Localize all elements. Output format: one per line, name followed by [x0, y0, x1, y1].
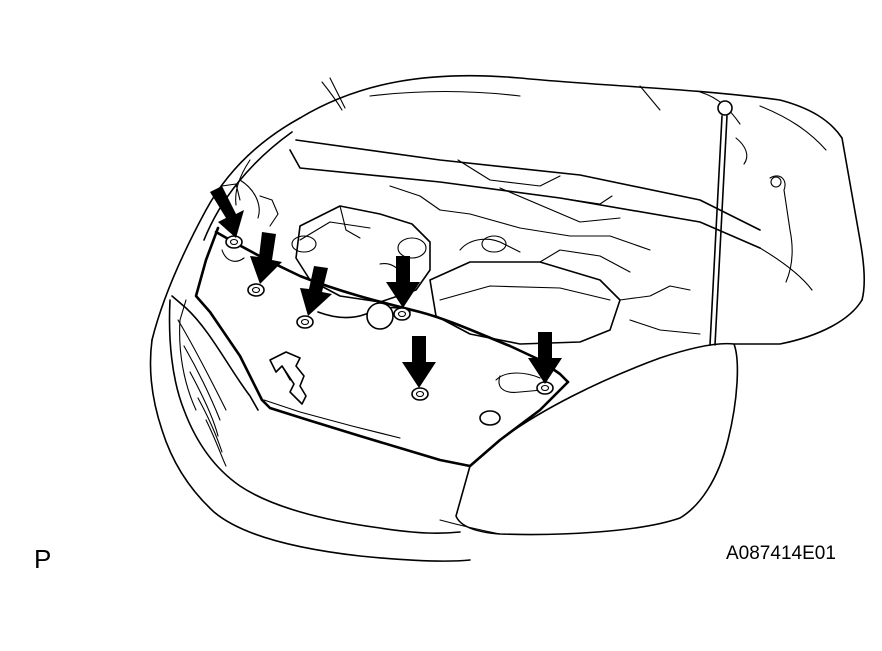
headlight-right [439, 342, 739, 536]
figure-code: A087414E01 [726, 543, 836, 564]
hood [299, 74, 865, 301]
down-arrow-icon [528, 332, 562, 384]
hood-support-rod [709, 100, 733, 346]
down-arrow-icon [210, 186, 244, 238]
pointer-arrows [210, 186, 562, 388]
bolt-icon [393, 307, 411, 321]
down-arrow-icon [386, 256, 420, 308]
page-letter: P [34, 544, 52, 574]
fender-left [151, 117, 301, 341]
fender-right [733, 247, 863, 345]
front-bumper [149, 299, 471, 562]
engine-components [221, 179, 701, 345]
cowl [289, 139, 761, 249]
bolt-icon [247, 283, 265, 297]
down-arrow-icon [402, 336, 436, 388]
grille [171, 295, 259, 467]
hood-hinge-right [735, 137, 793, 283]
down-arrow-icon [250, 232, 282, 284]
bolts [225, 235, 554, 426]
bolt-icon [225, 235, 243, 249]
down-arrow-icon [300, 266, 332, 316]
hood-latch [269, 351, 307, 405]
bolt-icon [296, 315, 314, 329]
bolt-icon [411, 387, 429, 401]
